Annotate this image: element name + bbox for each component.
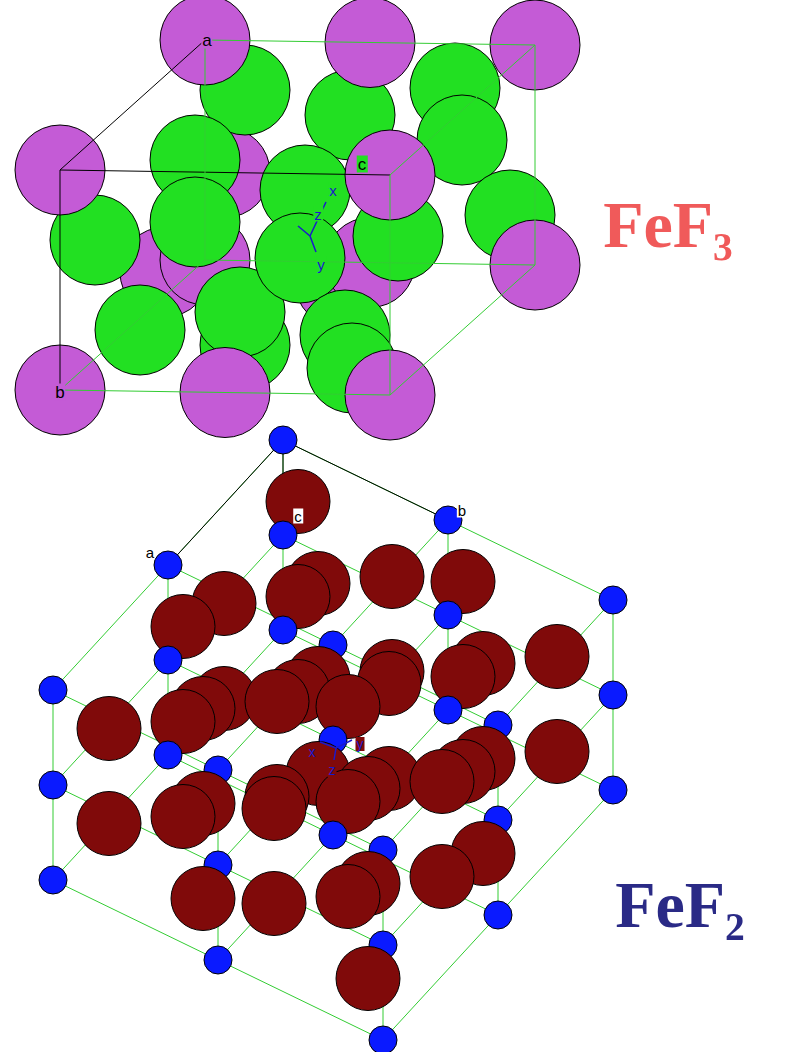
axis-triad [334,748,336,760]
atom-sphere [336,947,400,1011]
cell-edge [383,790,613,1040]
compound-name: FeF₂ [614,872,746,938]
compound-name: FeF₃ [602,192,734,258]
axis-label: x [328,183,338,198]
atom-sphere [154,551,182,579]
cell-edge [53,535,283,785]
axis-label: c [293,509,303,524]
atom-sphere [360,545,424,609]
axis-triad [336,740,352,748]
cell-edge [60,170,61,390]
cell-edge [218,520,448,770]
atom-sphere [599,586,627,614]
cell-edge [383,600,613,850]
axis-label: a [201,32,212,49]
atom-sphere [154,646,182,674]
cell-edge [53,440,283,690]
atom-sphere [77,792,141,856]
atom-sphere [245,670,309,734]
atom-sphere [599,776,627,804]
cell-edge [390,45,535,175]
axis-label: y [316,257,326,272]
cell-edge [205,40,535,45]
axis-label: c [357,156,368,173]
axis-label: b [54,384,65,401]
atom-sphere [255,213,345,303]
axis-label: x [308,745,317,759]
cell-edge [60,260,205,390]
atom-sphere [39,771,67,799]
cell-edge [218,615,448,865]
atom-sphere [242,777,306,841]
atom-sphere [269,616,297,644]
axis-triad [310,202,326,236]
atom-sphere [171,867,235,931]
axis-label: y [356,737,365,751]
atom-sphere [369,1026,397,1052]
atom-sphere [39,676,67,704]
axis-label: a [145,545,155,560]
atom-sphere [77,697,141,761]
cell-edge [60,390,390,395]
axis-label: b [457,503,467,518]
atom-sphere [319,821,347,849]
atom-sphere [325,0,415,88]
atom-sphere [410,845,474,909]
cell-edge [383,695,613,945]
atom-sphere [154,741,182,769]
fef2-structure [39,426,627,1052]
atom-sphere [410,750,474,814]
atom-sphere [434,696,462,724]
atom-sphere [150,177,240,267]
cell-edge [60,40,205,170]
atom-sphere [525,720,589,784]
atom-sphere [269,521,297,549]
cell-edge [60,170,390,175]
axis-triad [298,226,310,236]
cell-edge [53,630,283,880]
fef3-structure [15,0,580,440]
cell-edge [218,710,448,960]
atom-sphere [434,601,462,629]
cell-edge [535,45,536,265]
cell-edge [390,175,391,395]
atom-sphere [316,865,380,929]
atom-sphere [599,681,627,709]
axis-triad [310,236,316,252]
axis-label: z [313,207,323,222]
atom-sphere [484,901,512,929]
atom-sphere [39,866,67,894]
atom-sphere [204,946,232,974]
axis-triad [320,742,336,748]
cell-edge [390,265,535,395]
cell-edge [205,40,206,260]
cell-edge [205,260,535,265]
atom-sphere [269,426,297,454]
atom-sphere [95,285,185,375]
axis-label: z [328,763,337,777]
atom-sphere [151,785,215,849]
atom-sphere [525,625,589,689]
atom-sphere [242,872,306,936]
